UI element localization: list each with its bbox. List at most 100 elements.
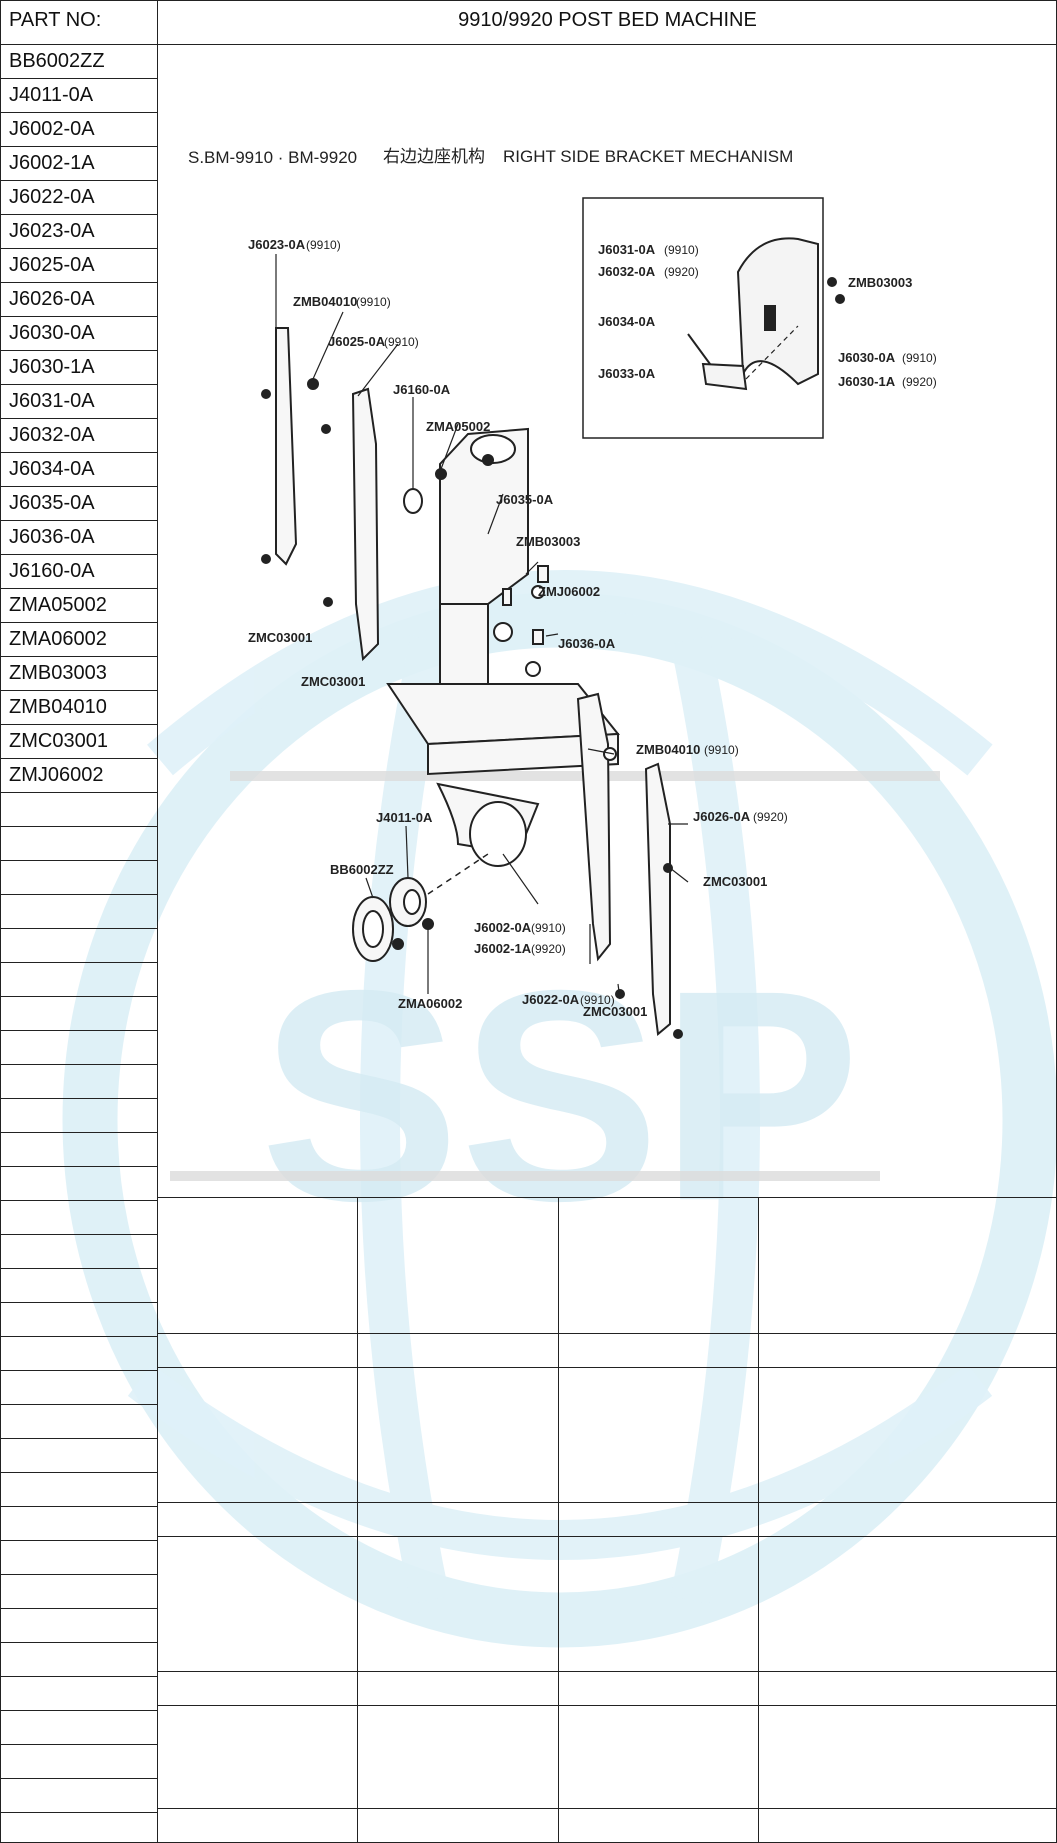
table-rule <box>0 1506 157 1507</box>
table-rule <box>157 1705 1057 1706</box>
label-j6022-variant: (9910) <box>580 993 615 1007</box>
table-rule <box>0 792 157 793</box>
table-rule <box>0 316 157 317</box>
table-rule <box>0 1132 157 1133</box>
table-rule <box>157 1808 1057 1809</box>
table-rule <box>0 1438 157 1439</box>
part-number-cell: J6030-1A <box>9 356 95 378</box>
table-rule <box>157 0 158 1843</box>
part-number-cell: J6002-0A <box>9 118 95 140</box>
label-j6002-1a-variant: (9920) <box>531 942 566 956</box>
table-rule <box>0 1608 157 1609</box>
part-number-cell: J4011-0A <box>9 84 94 106</box>
label-zmb04010-right: ZMB04010 <box>636 742 700 757</box>
label-zmb04010-right-variant: (9910) <box>704 743 739 757</box>
part-number-cell: ZMA05002 <box>9 594 107 616</box>
table-rule <box>0 588 157 589</box>
table-rule <box>0 78 157 79</box>
table-rule <box>0 418 157 419</box>
label-j6025-variant: (9910) <box>384 335 419 349</box>
table-rule <box>0 1098 157 1099</box>
table-rule <box>0 826 157 827</box>
right-plates-drawing <box>576 692 683 1039</box>
table-rule <box>0 0 1 1843</box>
table-rule <box>0 350 157 351</box>
table-rule <box>0 1370 157 1371</box>
table-rule <box>0 1744 157 1745</box>
diagram-title-en: RIGHT SIDE BRACKET MECHANISM <box>503 147 793 166</box>
table-rule <box>0 1404 157 1405</box>
label-zma06002: ZMA06002 <box>398 996 462 1011</box>
table-rule <box>0 928 157 929</box>
diagram-title-cn: 右边边座机构 <box>383 147 485 166</box>
table-rule <box>0 146 157 147</box>
table-rule <box>157 1536 1057 1537</box>
label-inset-j6030-0a: J6030-0A <box>838 350 896 365</box>
table-rule <box>0 180 157 181</box>
part-number-cell: ZMC03001 <box>9 730 108 752</box>
part-no-header: PART NO: <box>9 9 102 31</box>
table-rule <box>0 690 157 691</box>
label-zmc03001-a: ZMC03001 <box>248 630 312 645</box>
part-number-cell: J6022-0A <box>9 186 95 208</box>
part-number-cell: J6160-0A <box>9 560 95 582</box>
label-j6002-1a: J6002-1A <box>474 941 532 956</box>
fasteners-drawing <box>435 454 549 645</box>
label-zmb04010-top: ZMB04010 <box>293 294 357 309</box>
label-j6002-0a-variant: (9910) <box>531 921 566 935</box>
table-rule <box>0 1778 157 1779</box>
label-j6026-variant: (9920) <box>753 810 788 824</box>
table-rule <box>0 996 157 997</box>
diagram-title-code: S.BM-9910 · BM-9920 <box>188 148 357 167</box>
table-rule <box>0 1676 157 1677</box>
table-rule <box>0 282 157 283</box>
part-number-cell: J6034-0A <box>9 458 95 480</box>
part-number-cell: J6025-0A <box>9 254 95 276</box>
label-j6022: J6022-0A <box>522 992 580 1007</box>
part-number-cell: J6026-0A <box>9 288 95 310</box>
label-j6023-variant: (9910) <box>306 238 341 252</box>
table-rule <box>0 894 157 895</box>
table-rule <box>0 248 157 249</box>
table-rule <box>0 1200 157 1201</box>
label-inset-j6032: J6032-0A <box>598 264 656 279</box>
inset-cover-drawing <box>687 237 845 391</box>
table-rule <box>0 1166 157 1167</box>
part-number-cell: J6030-0A <box>9 322 95 344</box>
label-zma05002: ZMA05002 <box>426 419 490 434</box>
table-rule <box>0 758 157 759</box>
label-j6036: J6036-0A <box>558 636 616 651</box>
label-inset-j6033: J6033-0A <box>598 366 656 381</box>
label-j6035: J6035-0A <box>496 492 554 507</box>
table-rule <box>0 1064 157 1065</box>
table-rule <box>0 1574 157 1575</box>
part-number-cell: ZMA06002 <box>9 628 107 650</box>
label-zmc03001-b: ZMC03001 <box>301 674 365 689</box>
table-rule <box>558 1197 559 1843</box>
part-number-cell: BB6002ZZ <box>9 50 105 72</box>
table-rule <box>0 44 1057 45</box>
table-rule <box>157 1671 1057 1672</box>
bearing-assembly-drawing <box>352 853 489 962</box>
table-rule <box>0 1710 157 1711</box>
table-rule <box>0 622 157 623</box>
part-number-cell: ZMB04010 <box>9 696 107 718</box>
table-rule <box>0 520 157 521</box>
page-title: 9910/9920 POST BED MACHINE <box>458 9 757 31</box>
leader-lines <box>275 254 689 1000</box>
part-number-cell: J6023-0A <box>9 220 95 242</box>
table-rule <box>157 1333 1057 1334</box>
label-inset-j6034: J6034-0A <box>598 314 656 329</box>
table-rule <box>0 1472 157 1473</box>
table-rule <box>758 1197 759 1843</box>
table-rule <box>0 1030 157 1031</box>
bracket-body-drawing <box>386 427 620 867</box>
label-inset-j6032-variant: (9920) <box>664 265 699 279</box>
label-j6002-0a: J6002-0A <box>474 920 532 935</box>
label-inset-j6030-0a-variant: (9910) <box>902 351 937 365</box>
part-number-cell: J6032-0A <box>9 424 95 446</box>
part-number-cell: ZMB03003 <box>9 662 107 684</box>
label-zmj06002: ZMJ06002 <box>538 584 600 599</box>
table-rule <box>0 112 157 113</box>
